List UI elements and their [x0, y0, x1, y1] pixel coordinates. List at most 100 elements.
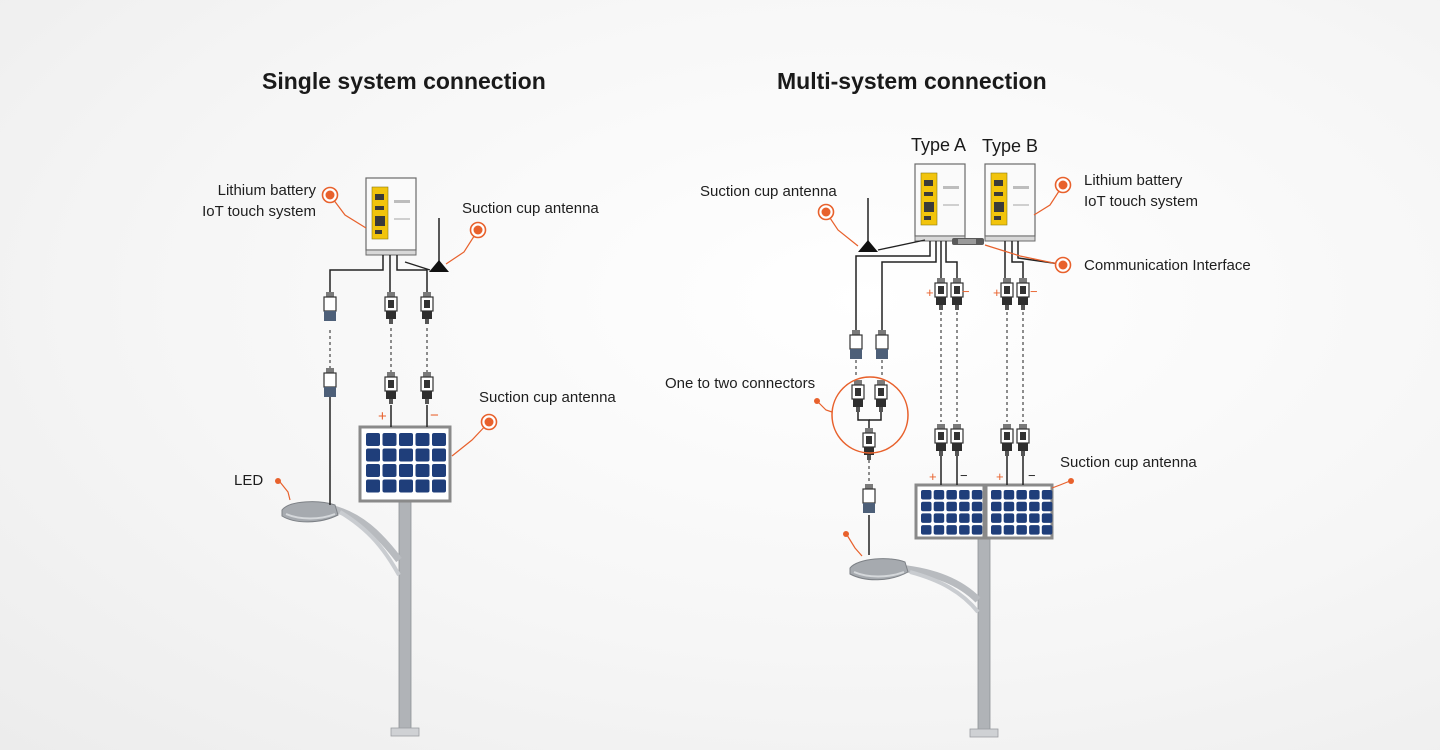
- multi-minus-a-top: −: [962, 284, 970, 299]
- solar-cell: [991, 513, 1002, 523]
- single-minus-sign: −: [430, 407, 439, 424]
- solar-cell: [399, 448, 413, 462]
- single-antenna-marker: [469, 221, 487, 239]
- solar-cell: [399, 464, 413, 477]
- solar-cell: [933, 490, 945, 500]
- connector-marker: [814, 398, 820, 404]
- single-antenna-label: Suction cup antenna: [462, 200, 599, 217]
- multi-minus-b-top: −: [1030, 284, 1038, 299]
- multi-plus-a-top: +: [926, 285, 934, 300]
- solar-cell: [415, 433, 430, 446]
- solar-cell: [432, 448, 446, 462]
- solar-cell: [1029, 501, 1040, 512]
- multi-solar-panel-b: [984, 483, 1054, 540]
- solar-cell: [933, 513, 945, 523]
- solar-cell: [959, 525, 970, 535]
- solar-cell: [382, 464, 397, 477]
- solar-cell: [1003, 525, 1015, 535]
- solar-cell: [921, 513, 932, 523]
- communication-interface-marker: [1054, 256, 1072, 274]
- single-wires: [329, 255, 428, 505]
- multi-panel-a-cells: [921, 490, 983, 535]
- solar-cell: [415, 479, 430, 493]
- solar-cell: [1003, 501, 1015, 512]
- solar-cell: [1041, 490, 1053, 500]
- multi-led-lamp: [849, 558, 909, 581]
- solar-cell: [1029, 513, 1040, 523]
- solar-cell: [971, 525, 983, 535]
- single-panel-marker: [480, 413, 498, 431]
- solar-cell: [946, 490, 957, 500]
- solar-cell: [1029, 490, 1040, 500]
- solar-cell: [959, 490, 970, 500]
- solar-cell: [971, 490, 983, 500]
- single-pole: [329, 499, 420, 737]
- multi-controller-type-b: [984, 163, 1036, 242]
- solar-cell: [946, 525, 957, 535]
- multi-panel-b-cells: [991, 490, 1053, 535]
- single-plus-sign: +: [378, 408, 387, 425]
- solar-cell: [415, 448, 430, 462]
- solar-cell: [366, 433, 380, 446]
- solar-cell: [946, 513, 957, 523]
- single-system-group: + −: [275, 177, 498, 737]
- solar-cell: [382, 479, 397, 493]
- solar-cell: [399, 433, 413, 446]
- single-system-title: Single system connection: [262, 68, 546, 94]
- multi-system-group: + − + − + − + −: [814, 163, 1074, 738]
- single-battery-marker: [321, 186, 339, 204]
- solar-cell: [432, 479, 446, 493]
- solar-cell: [382, 448, 397, 462]
- multi-battery-label-line2: IoT touch system: [1084, 193, 1198, 210]
- connector-label: One to two connectors: [665, 375, 816, 392]
- solar-cell: [946, 501, 957, 512]
- solar-cell: [921, 525, 932, 535]
- solar-cell: [382, 433, 397, 446]
- solar-cell: [1041, 501, 1053, 512]
- solar-cell: [366, 479, 380, 493]
- solar-cell: [432, 464, 446, 477]
- multi-antenna-marker: [817, 203, 835, 221]
- multi-pole: [899, 534, 999, 738]
- solar-cell: [432, 433, 446, 446]
- single-led-label: LED: [234, 472, 264, 489]
- solar-cell: [1041, 513, 1053, 523]
- solar-cell: [1041, 525, 1053, 535]
- communication-interface-link: [952, 238, 984, 245]
- multi-dashed-links: [855, 312, 1024, 482]
- type-b-label: Type B: [982, 136, 1039, 156]
- multi-controller-type-a: [914, 163, 966, 242]
- single-controller: [365, 177, 417, 256]
- solar-cell: [991, 525, 1002, 535]
- multi-minus-b-bottom: −: [1028, 468, 1036, 483]
- multi-system-title: Multi-system connection: [777, 68, 1047, 94]
- solar-cell: [1003, 513, 1015, 523]
- single-panel-label: Suction cup antenna: [479, 389, 616, 406]
- multi-panel-marker: [1068, 478, 1074, 484]
- multi-wires: [855, 241, 1061, 555]
- solar-cell: [933, 501, 945, 512]
- solar-cell: [959, 501, 970, 512]
- connector-highlight-circle: [831, 376, 909, 454]
- multi-battery-label-line1: Lithium battery: [1084, 172, 1183, 189]
- multi-battery-label: Lithium battery IoT touch system: [1084, 170, 1198, 212]
- multi-solar-panel-a: [914, 483, 986, 540]
- single-led-lamp: [281, 501, 339, 523]
- single-solar-panel: [358, 425, 452, 503]
- multi-plus-a-bottom: +: [929, 469, 937, 484]
- single-battery-label-line2: IoT touch system: [202, 203, 316, 220]
- solar-cell: [959, 513, 970, 523]
- solar-cell: [366, 448, 380, 462]
- solar-cell: [1016, 501, 1027, 512]
- solar-cell: [399, 479, 413, 493]
- multi-plus-b-top: +: [993, 285, 1001, 300]
- solar-cell: [991, 501, 1002, 512]
- solar-cell: [1016, 525, 1027, 535]
- multi-plus-b-bottom: +: [996, 469, 1004, 484]
- solar-cell: [991, 490, 1002, 500]
- single-panel-cells: [366, 433, 446, 493]
- multi-battery-marker: [1054, 176, 1072, 194]
- single-battery-label-line1: Lithium battery: [217, 182, 316, 199]
- multi-led-marker: [843, 531, 849, 537]
